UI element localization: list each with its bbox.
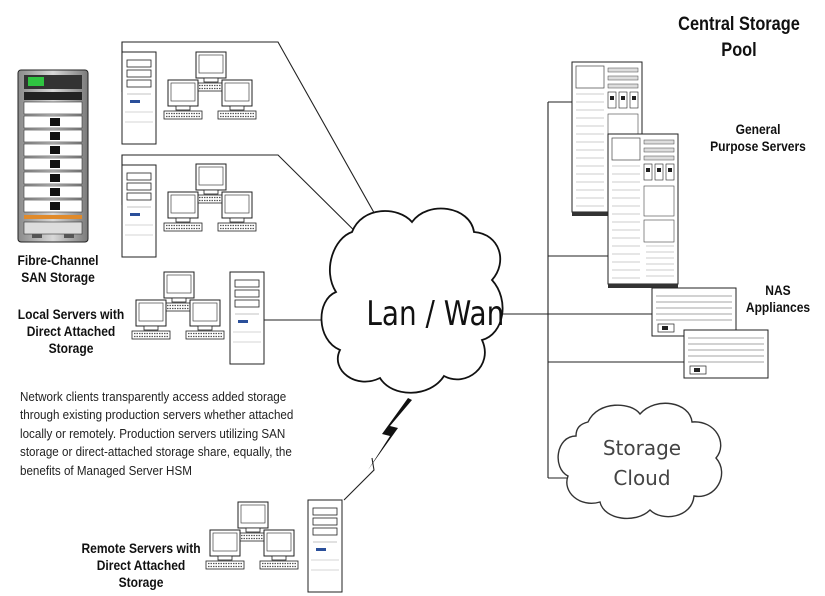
server-group-2 [121, 164, 256, 258]
fibre-channel-label: Fibre-Channel SAN Storage [12, 252, 105, 286]
remote-servers-line-2: Direct Attached [96, 557, 186, 573]
lightning-bolt-icon [368, 398, 412, 470]
nas-line-2: Appliances [745, 299, 811, 315]
general-purpose-servers-label: General Purpose Servers [708, 121, 808, 155]
nas-line-1: NAS [765, 282, 791, 298]
general-purpose-line-2: Purpose Servers [710, 138, 806, 154]
description-paragraph: Network clients transparently access add… [20, 388, 332, 480]
title-line-2: Pool [721, 40, 757, 61]
link-server1-to-network [121, 41, 396, 251]
fibre-channel-line-1: Fibre-Channel [17, 252, 99, 268]
server-group-1 [121, 51, 256, 145]
nas-appliance-1 [651, 287, 737, 337]
description-line-1: Network clients transparently access add… [20, 390, 287, 404]
storage-cloud-line-1: Storage [602, 436, 682, 460]
central-storage-pool-title: Central Storage Pool [675, 12, 804, 64]
storage-cloud-shape [557, 402, 723, 520]
san-storage-rack [17, 69, 89, 243]
storage-cloud-label: Storage Cloud [590, 433, 694, 493]
local-servers-line-1: Local Servers with [17, 306, 125, 322]
local-servers-label: Local Servers with Direct Attached Stora… [13, 306, 128, 357]
lan-wan-cloud [320, 207, 504, 394]
lan-wan-label: Lan / Wan [366, 294, 505, 334]
description-line-4: storage or direct-attached storage share… [20, 445, 292, 460]
remote-server-group [206, 499, 343, 593]
general-purpose-line-1: General [735, 121, 781, 137]
remote-servers-label: Remote Servers with Direct Attached Stor… [77, 540, 206, 591]
fibre-channel-line-2: SAN Storage [21, 269, 95, 285]
remote-servers-line-3: Storage [118, 574, 164, 590]
local-server-group [132, 271, 265, 365]
general-purpose-server-1 [571, 61, 643, 216]
description-line-5: benefits of Managed Server HSM [20, 463, 192, 478]
general-purpose-server-2 [607, 133, 679, 288]
description-line-2: through existing production servers whet… [20, 408, 294, 423]
description-line-3: locally or remotely. Production servers … [20, 426, 286, 441]
storage-cloud-line-2: Cloud [613, 466, 671, 490]
nas-appliance-2 [683, 329, 769, 379]
nas-appliances-label: NAS Appliances [737, 282, 820, 316]
local-servers-line-2: Direct Attached [26, 323, 116, 339]
local-servers-line-3: Storage [48, 340, 94, 356]
link-remote-server-to-network [343, 457, 375, 501]
remote-servers-line-1: Remote Servers with [81, 540, 201, 556]
title-line-1: Central Storage [678, 14, 800, 35]
